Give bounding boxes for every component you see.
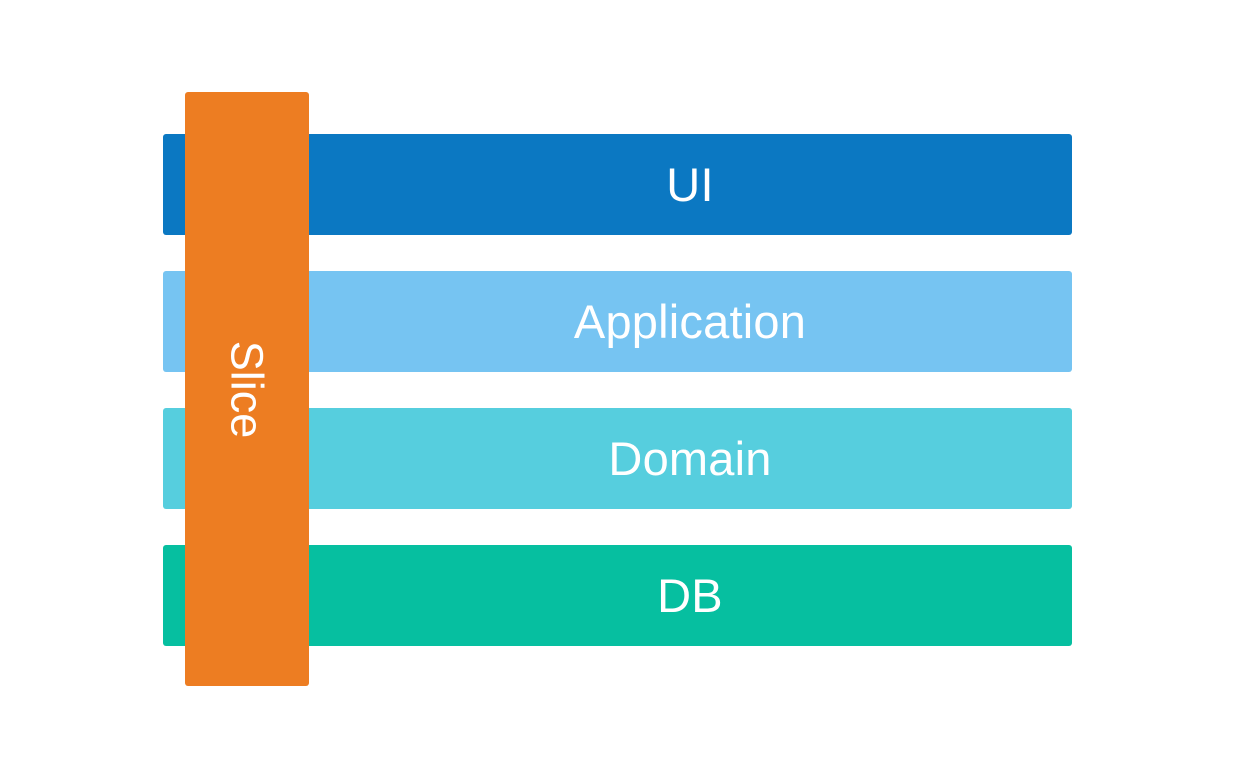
layer-bar-ui: UI xyxy=(163,134,1072,235)
layer-label-domain: Domain xyxy=(608,432,772,485)
layer-label-ui: UI xyxy=(666,158,714,211)
layer-bar-domain: Domain xyxy=(163,408,1072,509)
slice-bar: Slice xyxy=(185,92,309,686)
layer-bar-application: Application xyxy=(163,271,1072,372)
slice-label: Slice xyxy=(221,340,273,438)
layer-label-db: DB xyxy=(657,569,723,622)
layer-bar-db: DB xyxy=(163,545,1072,646)
layer-label-application: Application xyxy=(573,295,807,348)
